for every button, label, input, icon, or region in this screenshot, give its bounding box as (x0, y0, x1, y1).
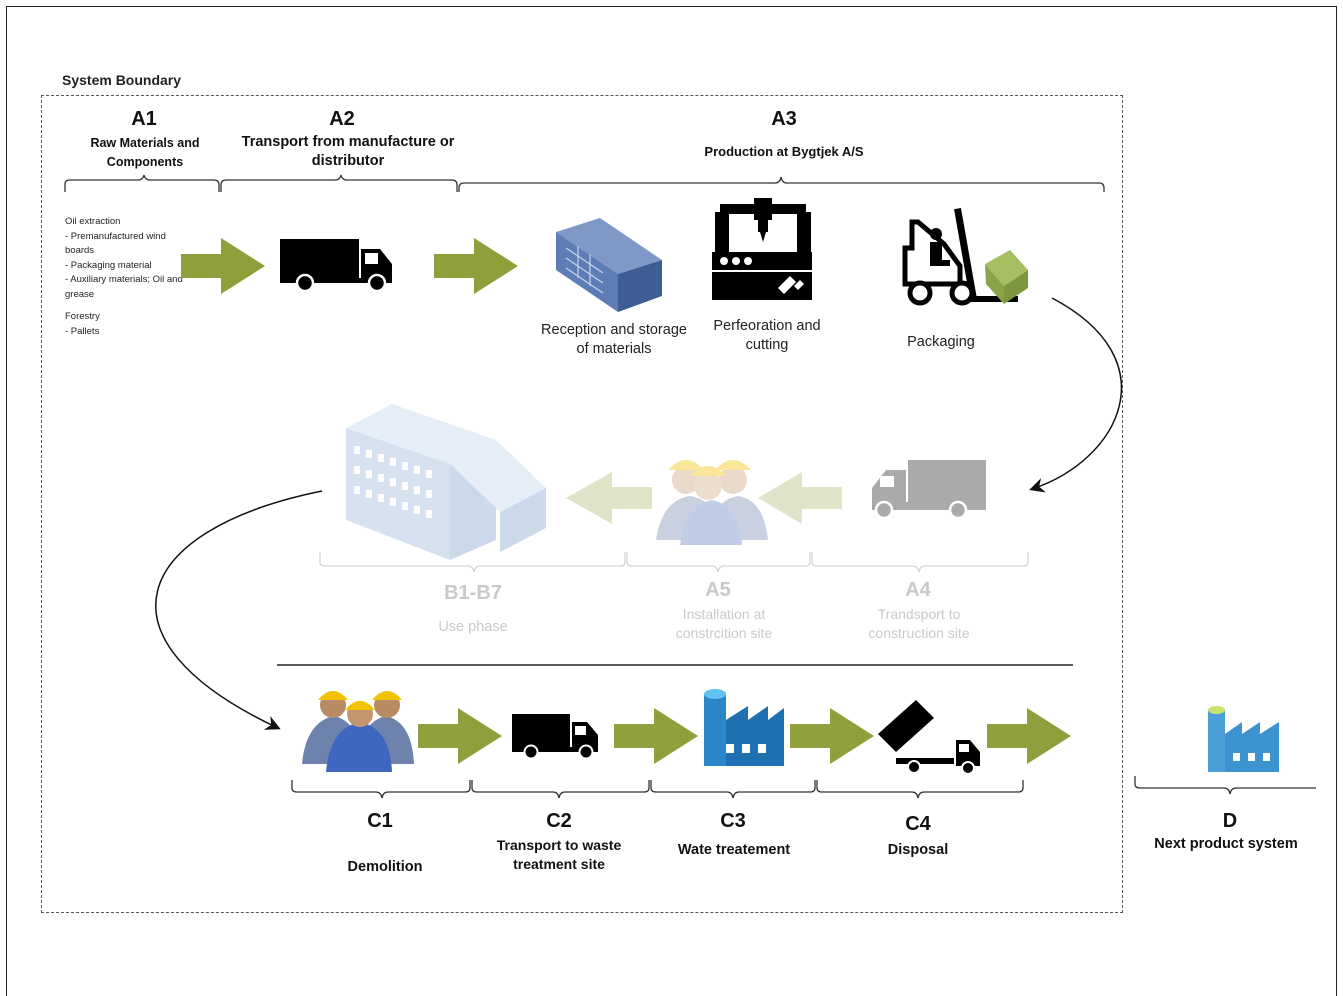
dump-truck-icon (878, 700, 980, 775)
stage-a4-name: Trandsport to construction site (868, 606, 970, 641)
raw-materials-list: Oil extraction - Premanufactured wind bo… (65, 215, 185, 339)
stage-a1-name: Raw Materials and Components (90, 136, 200, 169)
arrow-a4-a5-faded (758, 472, 842, 524)
system-boundary (41, 95, 1123, 913)
stage-a3-name: Production at Bygtjek A/S (704, 144, 864, 159)
truck-icon-c2 (512, 714, 598, 760)
arrow-a2-a3 (434, 238, 518, 294)
arrow-c4-d (987, 708, 1071, 764)
arrow-a5-b-faded (566, 472, 652, 524)
braces-bottom (291, 776, 1316, 799)
stage-a2-name: Transport from manufacture or distributo… (241, 134, 455, 169)
braces-middle-faded (319, 552, 1029, 573)
brace-a1 (64, 174, 220, 192)
curve-arrow-b-c1 (155, 490, 323, 730)
workers-icon (302, 691, 414, 772)
packaging-label: Packaging (907, 334, 975, 350)
oil-header: Oil extraction (65, 216, 121, 227)
stage-c4-code: C4 (905, 813, 931, 835)
stage-b-code: B1-B7 (444, 582, 502, 604)
building-icon (346, 404, 546, 560)
arrow-c1-c2 (418, 708, 502, 764)
forestry-header: Forestry (65, 311, 100, 322)
stage-a1-code: A1 (131, 108, 157, 130)
brace-a2 (220, 174, 458, 192)
container-icon (556, 218, 662, 312)
stage-a5-code: A5 (705, 579, 731, 601)
workers-icon-faded (656, 460, 768, 545)
stage-a4-code: A4 (905, 579, 931, 601)
stage-a3-code: A3 (771, 108, 797, 130)
stage-c2-code: C2 (546, 810, 572, 832)
arrow-a1-a2 (181, 238, 265, 294)
system-boundary-label: System Boundary (62, 72, 182, 88)
factory-icon-d (1208, 706, 1279, 772)
stage-a2-code: A2 (329, 108, 355, 130)
brace-a3 (458, 176, 1105, 192)
forestry-item: - Pallets (65, 325, 100, 337)
forklift-icon (902, 208, 1028, 306)
truck-icon-faded (872, 460, 986, 520)
stage-c4-name: Disposal (887, 842, 949, 858)
reception-storage-label: Reception and storage of materials (541, 322, 687, 357)
arrow-c3-c4 (790, 708, 874, 764)
stage-c3-name: Wate treatement (677, 842, 791, 858)
stage-b-name: Use phase (438, 619, 508, 635)
stage-c1-name: Demolition (347, 859, 423, 875)
cnc-machine-icon (712, 198, 812, 300)
arrow-c2-c3 (614, 708, 698, 764)
stage-a5-name: Installation at constrcition site (675, 606, 773, 641)
outer-frame (6, 6, 1337, 996)
stage-c1-code: C1 (367, 810, 393, 832)
oil-item: - Premanufactured wind boards (65, 230, 166, 257)
oil-item: - Auxiliary materials; Oil and grease (65, 274, 183, 300)
stage-d-code: D (1222, 810, 1238, 832)
curve-arrow-a3-a4 (1029, 297, 1123, 493)
stage-c2-name: Transport to waste treatment site (496, 837, 622, 872)
oil-item: - Packaging material (65, 259, 152, 271)
stage-c3-code: C3 (720, 810, 746, 832)
stage-d-name: Next product system (1154, 836, 1298, 852)
factory-icon (704, 689, 784, 766)
perforation-cutting-label: Perfeoration and cutting (713, 318, 821, 353)
truck-icon (280, 239, 392, 293)
